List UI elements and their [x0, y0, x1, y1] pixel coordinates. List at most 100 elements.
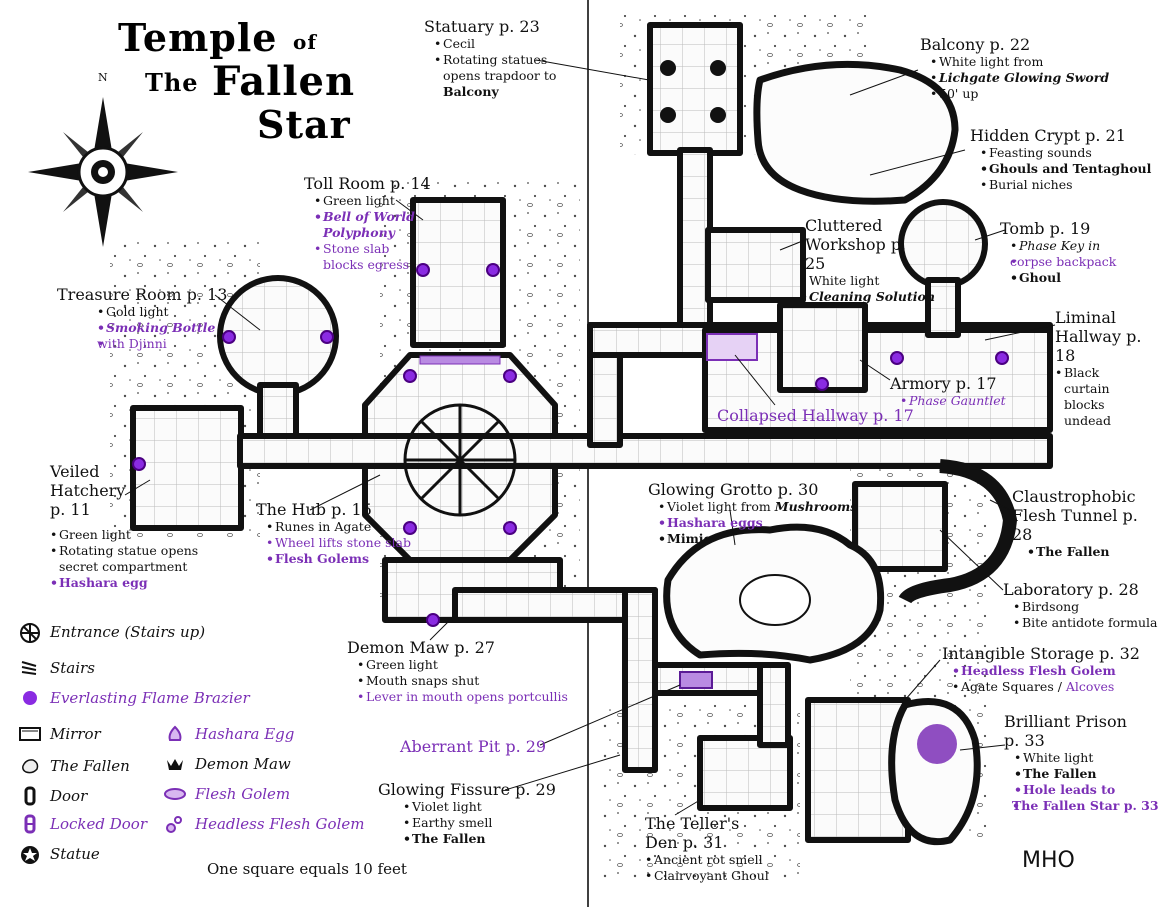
room-note: Flesh Golems — [266, 551, 411, 567]
room-note: Green light — [50, 527, 209, 543]
room-title: Treasure Room p. 13 — [57, 285, 228, 304]
room-note: Phase Gauntlet — [900, 393, 1006, 409]
room-title: Veiled Hatchery p. 11 — [50, 462, 126, 519]
room-note: Mimic — [658, 531, 857, 547]
label-laboratory: Laboratory p. 28 Birdsong Bite antidote … — [1003, 580, 1158, 631]
brazier-icon — [18, 688, 42, 708]
scale-note: One square equals 10 feet — [207, 860, 407, 878]
room-note: White light — [1014, 750, 1159, 766]
room-note: Smoking Bottle — [97, 320, 227, 336]
map-title-star: Star — [257, 102, 351, 147]
label-balcony: Balcony p. 22 White light from Lichgate … — [920, 35, 1109, 102]
label-statuary: Statuary p. 23 Cecil Rotating statues op… — [424, 17, 558, 100]
door-icon — [18, 786, 42, 806]
legend-item: Stairs — [18, 658, 95, 678]
walls — [130, 22, 1053, 843]
label-treasure-room: Treasure Room p. 13 Gold light Smoking B… — [57, 285, 227, 352]
room-note: Runes in Agate — [266, 519, 411, 535]
room-note: Wheel lifts stone slab — [266, 535, 411, 551]
mirror-icon — [18, 724, 42, 744]
label-tomb: Tomb p. 19 Phase Key in corpse backpack … — [1000, 219, 1116, 286]
the-fallen-icon — [18, 756, 42, 776]
label-veiled-hatchery: Veiled Hatchery p. 11 Green light Rotati… — [50, 462, 209, 591]
room-note: Phase Key in — [1010, 238, 1116, 254]
legend-item: Everlasting Flame Brazier — [18, 688, 250, 708]
map-title-fallen: Fallen — [212, 58, 356, 105]
room-title: Liminal Hallway p. 18 — [1055, 308, 1142, 365]
statue-icon — [18, 844, 42, 864]
room-note: Bite antidote formula — [1013, 615, 1158, 631]
room-title: Brilliant Prison p. 33 — [1004, 712, 1127, 750]
hashara-egg-icon — [163, 724, 187, 744]
hidden-crypt-cave — [753, 60, 959, 205]
room-note: Green light — [314, 193, 431, 209]
artist-signature: MHO — [1022, 848, 1075, 873]
room-note: Feasting sounds — [980, 145, 1151, 161]
room-title: Laboratory p. 28 — [1003, 580, 1139, 599]
collapsed-rubble — [706, 333, 758, 361]
room-title: Armory p. 17 — [890, 374, 997, 393]
room-note: White light from — [930, 54, 1109, 70]
statues — [660, 60, 726, 123]
room-note-cont: Lichgate Glowing Sword — [930, 70, 1109, 86]
legend-item: Door — [18, 786, 87, 806]
room-note: Cecil — [434, 36, 558, 52]
map-title-of: of — [293, 30, 317, 54]
room-note-extra: Balcony — [443, 84, 499, 99]
flesh-tunnel — [898, 459, 1017, 605]
room-note: Cleaning Solution — [800, 289, 935, 305]
room-note: Hole leads to — [1014, 782, 1159, 798]
room-note: Ancient rot smell — [645, 852, 769, 868]
room-title: The Teller's Den p. 31 — [645, 814, 740, 852]
room-note: Ghoul — [1010, 270, 1116, 286]
room-title: Hidden Crypt p. 21 — [970, 126, 1126, 145]
label-glowing-fissure: Glowing Fissure p. 29 Violet light Earth… — [378, 780, 556, 847]
room-note: Bell of World Polyphony — [314, 209, 418, 241]
legend-item: Headless Flesh Golem — [163, 814, 364, 834]
liminal-hallway — [702, 327, 1053, 433]
room-note: Ghouls and Tentaghoul — [980, 161, 1151, 177]
label-the-hub: The Hub p. 15 Runes in Agate Wheel lifts… — [256, 500, 411, 567]
label-toll-room: Toll Room p. 14 Green light Bell of Worl… — [304, 174, 431, 273]
headless-flesh-golem-icon — [163, 814, 187, 834]
treasure-room — [217, 275, 339, 397]
demon-maw-icon — [163, 754, 187, 774]
room-note: Birdsong — [1013, 599, 1158, 615]
room-note: The Fallen — [1027, 544, 1142, 560]
room-note: Rotating statue opens secret compartment — [50, 543, 209, 575]
room-title: The Hub p. 15 — [256, 500, 372, 519]
room-note-cont: with Djinni — [97, 336, 227, 352]
room-title: Demon Maw p. 27 — [347, 638, 495, 657]
hub-wheel — [403, 403, 517, 517]
room-note: Black curtain blocks undead — [1055, 365, 1124, 429]
label-flesh-tunnel: Claustrophobic Flesh Tunnel p. 28 The Fa… — [1012, 487, 1142, 560]
stairs-icon — [18, 658, 42, 678]
entrance-icon — [18, 622, 42, 643]
locked-door-icon — [18, 814, 42, 834]
compass-rose — [28, 97, 178, 247]
label-glowing-grotto: Glowing Grotto p. 30 Violet light from M… — [648, 480, 857, 547]
room-note: White light — [800, 273, 935, 289]
label-aberrant-pit: Aberrant Pit p. 29 — [400, 737, 547, 756]
room-note: Earthy smell — [403, 815, 556, 831]
aberrant-pit — [679, 671, 713, 689]
room-note: The Fallen — [403, 831, 556, 847]
room-note: 50' up — [930, 86, 1109, 102]
room-title: Tomb p. 19 — [1000, 219, 1091, 238]
legend-item: The Fallen — [18, 756, 130, 776]
room-note: Rotating statues opens trapdoor to Balco… — [434, 52, 558, 100]
brilliant-prison-cave — [888, 698, 981, 846]
legend-item: Entrance (Stairs up) — [18, 622, 205, 643]
grotto-pool — [739, 574, 811, 626]
legend-item: Mirror — [18, 724, 101, 744]
room-title: Cluttered Workshop p. 25 — [805, 216, 907, 273]
legend-item: Demon Maw — [163, 754, 291, 774]
flesh-golem-icon — [163, 784, 187, 804]
cluttered-workshop-room — [705, 227, 806, 303]
legend-item: Hashara Egg — [163, 724, 294, 744]
room-note: Clairvoyant Ghoul — [645, 868, 769, 884]
label-collapsed-hallway: Collapsed Hallway p. 17 — [717, 406, 914, 425]
room-note: Gold light — [97, 304, 227, 320]
map-title-the: The — [145, 68, 199, 97]
